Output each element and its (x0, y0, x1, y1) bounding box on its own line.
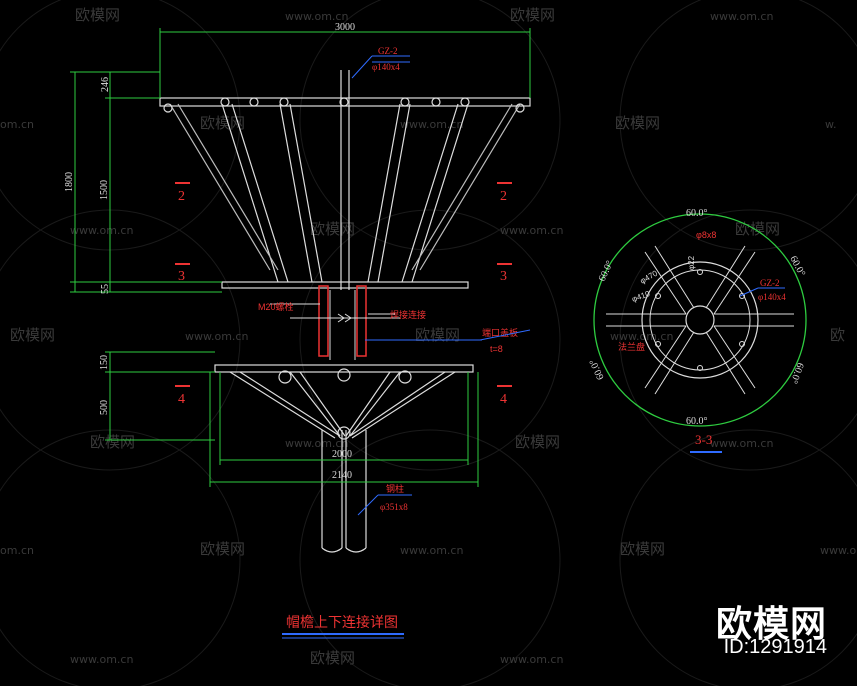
dim-bottom-band: 55 (100, 284, 111, 294)
svg-text:www.om.cn: www.om.cn (500, 224, 563, 237)
svg-text:t=8: t=8 (490, 344, 503, 354)
lower-dimension-texts: 150 500 2000 2140 (99, 355, 352, 481)
dim-top-band: 246 (100, 77, 111, 92)
svg-text:欧模网: 欧模网 (510, 6, 555, 24)
strut-left-outer (221, 103, 289, 283)
svg-text:帽檐上下连接详图: 帽檐上下连接详图 (286, 614, 398, 631)
svg-text:欧模网: 欧模网 (310, 649, 355, 667)
svg-text:www.om.cn: www.om.cn (400, 544, 463, 557)
bottom-ring-beam (221, 281, 469, 289)
section-markers-upper: 2 2 3 3 (175, 182, 512, 284)
top-ring-beam (159, 97, 531, 107)
svg-text:om.cn: om.cn (0, 118, 34, 131)
svg-text:2: 2 (178, 189, 185, 204)
lower-elevation (214, 364, 474, 553)
svg-text:150: 150 (99, 355, 110, 370)
strut-left-inner (279, 103, 323, 283)
svg-text:www.om.cn: www.om.cn (285, 437, 348, 450)
svg-text:www.om.cn: www.om.cn (70, 224, 133, 237)
lower-dimensions (105, 351, 479, 487)
strut-right-inner (367, 103, 411, 283)
svg-text:φ22: φ22 (687, 255, 696, 270)
svg-text:www.om.cn: www.om.cn (285, 10, 348, 23)
svg-text:www.om.cn: www.om.cn (710, 437, 773, 450)
svg-text:焊接连接: 焊接连接 (390, 309, 426, 320)
svg-text:GZ-2: GZ-2 (378, 46, 398, 56)
svg-text:2: 2 (500, 189, 507, 204)
svg-text:欧: 欧 (830, 326, 845, 344)
svg-text:法兰盘: 法兰盘 (618, 341, 645, 352)
svg-text:500: 500 (99, 400, 110, 415)
watermark-texts: 欧模网 www.om.cn 欧模网 www.om.cn om.cn 欧模网 ww… (0, 6, 857, 667)
svg-text:欧模网: 欧模网 (620, 540, 665, 558)
svg-text:www.om: www.om (820, 544, 857, 557)
svg-text:60.0°: 60.0° (588, 357, 607, 381)
svg-text:60.0°: 60.0° (686, 416, 708, 427)
svg-text:60.0°: 60.0° (787, 254, 807, 278)
svg-text:4: 4 (178, 392, 185, 407)
svg-text:www.om.cn: www.om.cn (400, 118, 463, 131)
dim-top-width: 3000 (335, 22, 355, 33)
svg-text:om.cn: om.cn (0, 544, 34, 557)
svg-text:M20螺栓: M20螺栓 (258, 301, 294, 312)
svg-text:φ470: φ470 (639, 268, 660, 285)
svg-text:w.: w. (825, 118, 836, 131)
svg-text:4: 4 (500, 392, 507, 407)
svg-text:60.0°: 60.0° (788, 361, 806, 385)
svg-text:φ140x4: φ140x4 (372, 62, 400, 72)
svg-text:欧模网: 欧模网 (515, 433, 560, 451)
svg-text:欧模网: 欧模网 (310, 220, 355, 238)
svg-text:欧模网: 欧模网 (10, 326, 55, 344)
svg-text:φ8x8: φ8x8 (696, 230, 716, 240)
svg-text:www.om.cn: www.om.cn (610, 330, 673, 343)
drawing-title: 帽檐上下连接详图 (282, 614, 404, 639)
svg-text:φ140x4: φ140x4 (758, 292, 786, 302)
upper-elevation (159, 70, 531, 290)
svg-text:端口盖板: 端口盖板 (482, 327, 518, 338)
svg-text:欧模网: 欧模网 (90, 433, 135, 451)
svg-text:www.om.cn: www.om.cn (70, 653, 133, 666)
svg-text:2140: 2140 (332, 470, 352, 481)
svg-text:www.om.cn: www.om.cn (185, 330, 248, 343)
upper-dimensions (70, 28, 531, 293)
image-id: ID:1291914 (723, 636, 827, 658)
brand-logo: 欧模网 (715, 604, 827, 645)
svg-text:欧模网: 欧模网 (415, 326, 460, 344)
svg-text:60.0°: 60.0° (597, 259, 616, 283)
svg-text:欧模网: 欧模网 (615, 114, 660, 132)
svg-text:60.0°: 60.0° (686, 208, 708, 219)
section-3-3-label: 3-3 (695, 432, 712, 447)
svg-text:2000: 2000 (332, 449, 352, 460)
upper-dimension-texts: 3000 246 1800 1500 55 (64, 22, 355, 294)
svg-text:φ410: φ410 (631, 289, 652, 304)
node-circles (163, 97, 525, 113)
svg-text:www.om.cn: www.om.cn (710, 10, 773, 23)
section-markers-lower: 4 4 (175, 385, 512, 407)
dim-mid-height: 1500 (99, 180, 110, 200)
svg-text:欧模网: 欧模网 (200, 114, 245, 132)
gz2-callout-a: GZ-2 φ140x4 (351, 46, 410, 79)
svg-text:3: 3 (178, 269, 185, 284)
svg-text:3: 3 (500, 269, 507, 284)
svg-text:www.om.cn: www.om.cn (500, 653, 563, 666)
strut-right-outer (401, 103, 469, 283)
column-callout: 钢柱 φ351x8 (357, 483, 412, 516)
svg-text:钢柱: 钢柱 (386, 483, 404, 494)
svg-text:欧模网: 欧模网 (200, 540, 245, 558)
svg-text:GZ-2: GZ-2 (760, 278, 780, 288)
dim-total-height: 1800 (64, 172, 75, 192)
connection-zone: M20螺栓 焊接连接 端口盖板 t=8 (258, 285, 531, 360)
svg-text:欧模网: 欧模网 (75, 6, 120, 24)
svg-text:φ351x8: φ351x8 (380, 502, 408, 512)
